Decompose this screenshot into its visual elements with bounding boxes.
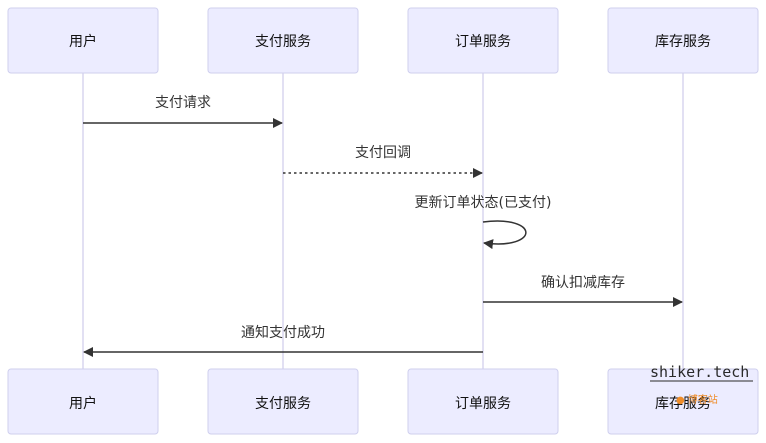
actor-box	[207, 7, 359, 74]
actor-box	[7, 7, 159, 74]
actor-label: 用户	[69, 395, 97, 412]
actor-box	[607, 7, 759, 74]
message-label: 更新订单状态(已支付)	[415, 195, 552, 211]
actor-bottom-payment-service: 支付服务	[207, 368, 359, 435]
actor-label: 支付服务	[255, 34, 311, 50]
message-update-order-status: 更新订单状态(已支付)	[415, 195, 552, 250]
actor-label: 订单服务	[455, 396, 511, 412]
actor-label: 库存服务	[655, 396, 711, 412]
actor-box	[7, 368, 159, 435]
actor-top-user: 用户	[7, 7, 159, 74]
actor-label: 支付服务	[255, 396, 311, 412]
actor-label: 库存服务	[655, 34, 711, 50]
actor-bottom-order-service: 订单服务	[407, 368, 559, 435]
message-label: 通知支付成功	[241, 324, 325, 341]
actor-label: 用户	[69, 33, 97, 50]
actor-top-order-service: 订单服务	[407, 7, 559, 74]
message-label: 支付回调	[355, 145, 411, 161]
actor-bottom-inventory-service: 库存服务	[607, 368, 759, 435]
watermark-site-text: shiker.tech	[650, 363, 749, 381]
actor-box	[407, 7, 559, 74]
actor-box	[207, 368, 359, 435]
message-payment-request: 支付请求	[83, 95, 283, 128]
message-label: 支付请求	[155, 95, 211, 111]
message-label: 确认扣减库存	[541, 275, 625, 291]
watermark-sub-text: ● 博客站	[676, 393, 718, 406]
actor-box	[607, 368, 759, 435]
actor-bottom-user: 用户	[7, 368, 159, 435]
actor-box	[407, 368, 559, 435]
message-payment-callback: 支付回调	[283, 145, 483, 178]
message-confirm-deduct-inventory: 确认扣减库存	[483, 275, 683, 307]
actor-top-payment-service: 支付服务	[207, 7, 359, 74]
actor-label: 订单服务	[455, 34, 511, 50]
watermark: shiker.tech ● 博客站	[650, 363, 753, 406]
actor-top-inventory-service: 库存服务	[607, 7, 759, 74]
message-notify-payment-success: 通知支付成功	[83, 324, 483, 357]
self-message-arrow	[482, 220, 527, 250]
